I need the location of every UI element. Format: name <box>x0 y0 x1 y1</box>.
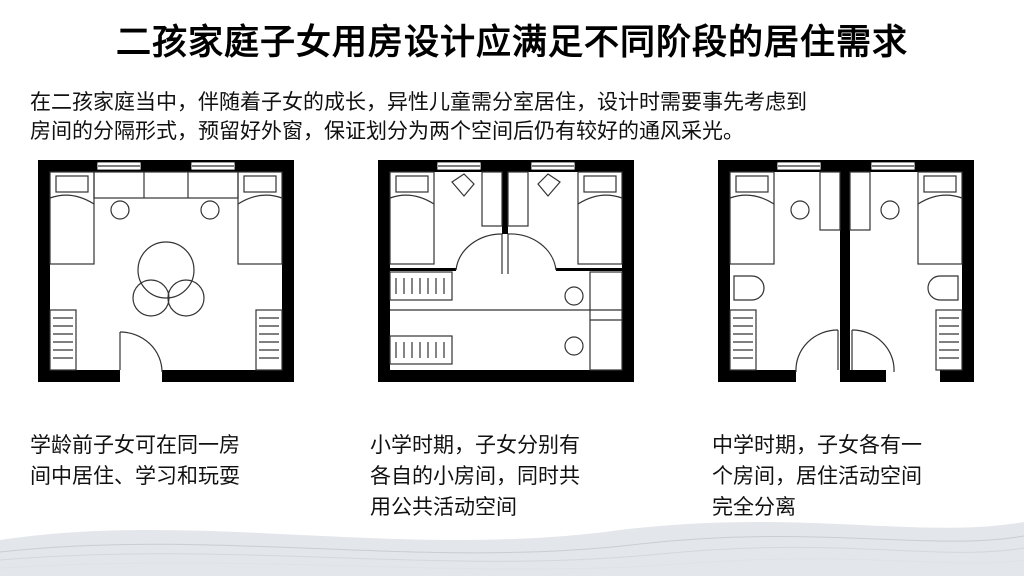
floor-plan-middle <box>718 160 974 384</box>
intro-line-2: 房间的分隔形式，预留好外窗，保证划分为两个空间后仍有较好的通风采光。 <box>30 119 744 143</box>
caption-line: 完全分离 <box>712 495 796 519</box>
decorative-wave <box>0 521 1024 576</box>
caption-line: 学龄前子女可在同一房 <box>30 433 240 457</box>
caption-line: 个房间，居住活动空间 <box>712 464 922 488</box>
caption-line: 各自的小房间，同时共 <box>370 464 580 488</box>
caption-preschool: 学龄前子女可在同一房 间中居住、学习和玩耍 <box>30 430 240 492</box>
caption-line: 中学时期，子女各有一 <box>712 433 922 457</box>
floor-plan-preschool <box>38 160 294 384</box>
caption-line: 用公共活动空间 <box>370 495 517 519</box>
caption-middle: 中学时期，子女各有一 个房间，居住活动空间 完全分离 <box>712 430 922 523</box>
floor-plan-primary <box>378 160 634 384</box>
intro-text: 在二孩家庭当中，伴随着子女的成长，异性儿童需分室居住，设计时需要事先考虑到 房间… <box>30 88 990 146</box>
caption-line: 小学时期，子女分别有 <box>370 433 580 457</box>
bed-2 <box>237 171 283 265</box>
caption-line: 间中居住、学习和玩耍 <box>30 464 240 488</box>
intro-line-1: 在二孩家庭当中，伴随着子女的成长，异性儿童需分室居住，设计时需要事先考虑到 <box>30 90 807 114</box>
page-title: 二孩家庭子女用房设计应满足不同阶段的居住需求 <box>115 23 908 63</box>
caption-primary: 小学时期，子女分别有 各自的小房间，同时共 用公共活动空间 <box>370 430 580 523</box>
bed-1 <box>49 171 95 265</box>
